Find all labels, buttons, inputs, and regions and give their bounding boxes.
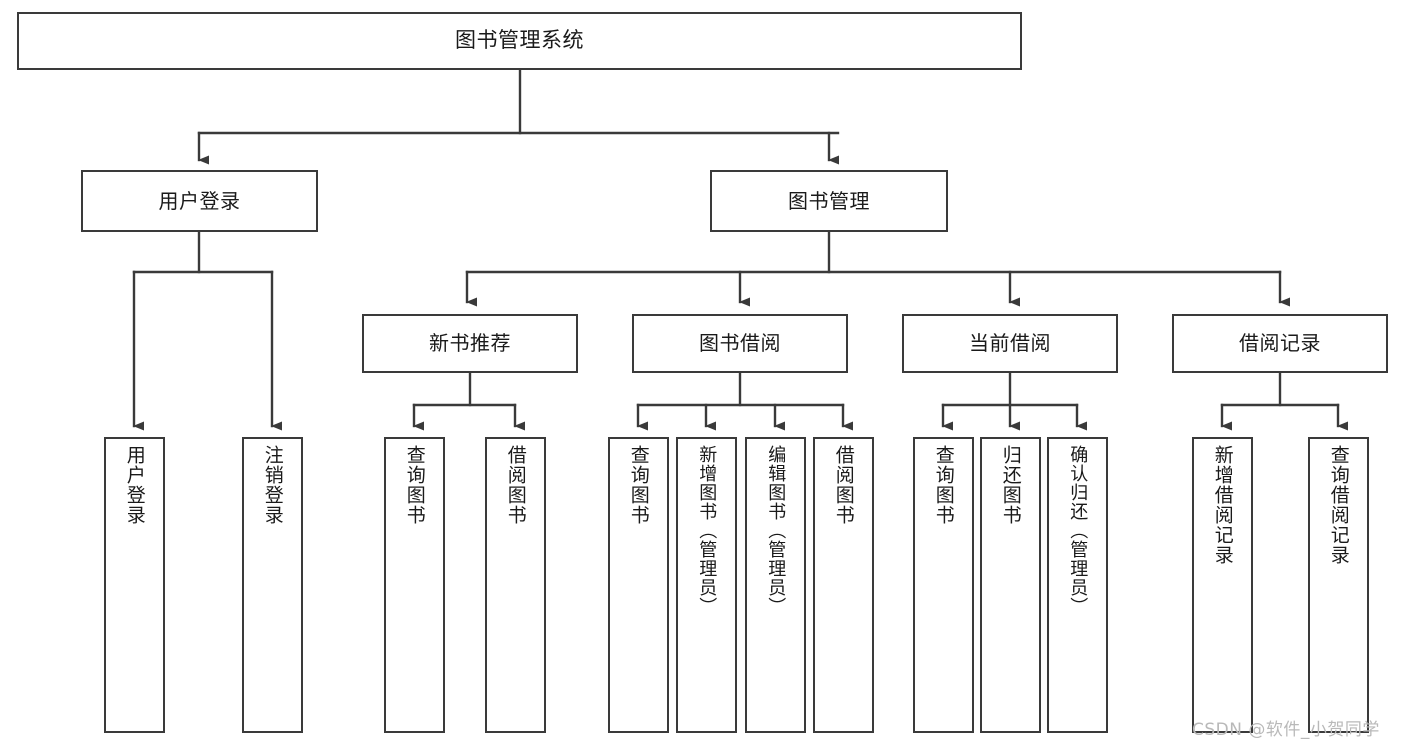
- leaf-current-borrow-query-book[interactable]: 查询图书: [913, 437, 974, 733]
- node-label: 图书管理系统: [455, 28, 584, 53]
- leaf-book-borrow-query-book[interactable]: 查询图书: [608, 437, 669, 733]
- node-book-borrow[interactable]: 图书借阅: [632, 314, 848, 373]
- leaf-borrow-records-query-record[interactable]: 查询借阅记录: [1308, 437, 1369, 733]
- leaf-current-borrow-return-book[interactable]: 归还图书: [980, 437, 1041, 733]
- leaf-user-login-logout[interactable]: 注销登录: [242, 437, 303, 733]
- watermark-text: CSDN @软件_小贺同学: [1192, 720, 1380, 740]
- node-label: 注销登录: [261, 445, 284, 525]
- node-label: 归还图书: [999, 445, 1022, 525]
- node-label: 借阅图书: [832, 445, 855, 525]
- node-label: 查询图书: [403, 445, 426, 525]
- node-label: 新增图书（管理员）: [696, 445, 718, 616]
- node-label: 查询图书: [932, 445, 955, 525]
- leaf-book-borrow-edit-book-admin[interactable]: 编辑图书（管理员）: [745, 437, 806, 733]
- node-label: 借阅记录: [1239, 331, 1321, 356]
- node-label: 图书管理: [788, 188, 870, 213]
- node-book-management[interactable]: 图书管理: [710, 170, 948, 232]
- node-label: 用户登录: [123, 445, 146, 525]
- node-borrow-records[interactable]: 借阅记录: [1172, 314, 1388, 373]
- leaf-book-borrow-borrow-book[interactable]: 借阅图书: [813, 437, 874, 733]
- node-label: 查询借阅记录: [1327, 445, 1350, 565]
- node-current-borrow[interactable]: 当前借阅: [902, 314, 1118, 373]
- node-label: 编辑图书（管理员）: [765, 445, 787, 616]
- node-label: 新书推荐: [429, 331, 511, 356]
- leaf-book-borrow-add-book-admin[interactable]: 新增图书（管理员）: [676, 437, 737, 733]
- node-label: 借阅图书: [504, 445, 527, 525]
- leaf-borrow-records-add-record[interactable]: 新增借阅记录: [1192, 437, 1253, 733]
- leaf-current-borrow-confirm-return-admin[interactable]: 确认归还（管理员）: [1047, 437, 1108, 733]
- node-label: 查询图书: [627, 445, 650, 525]
- node-label: 图书借阅: [699, 331, 781, 356]
- node-user-login[interactable]: 用户登录: [81, 170, 318, 232]
- leaf-new-book-borrow-book[interactable]: 借阅图书: [485, 437, 546, 733]
- node-label: 用户登录: [158, 188, 241, 213]
- node-new-book-recommend[interactable]: 新书推荐: [362, 314, 578, 373]
- node-root-book-management-system[interactable]: 图书管理系统: [17, 12, 1022, 70]
- leaf-user-login-login[interactable]: 用户登录: [104, 437, 165, 733]
- leaf-new-book-query-book[interactable]: 查询图书: [384, 437, 445, 733]
- node-label: 新增借阅记录: [1211, 445, 1234, 565]
- csdn-watermark: CSDN @软件_小贺同学: [1192, 715, 1380, 740]
- node-label: 确认归还（管理员）: [1067, 445, 1089, 616]
- node-label: 当前借阅: [969, 331, 1051, 356]
